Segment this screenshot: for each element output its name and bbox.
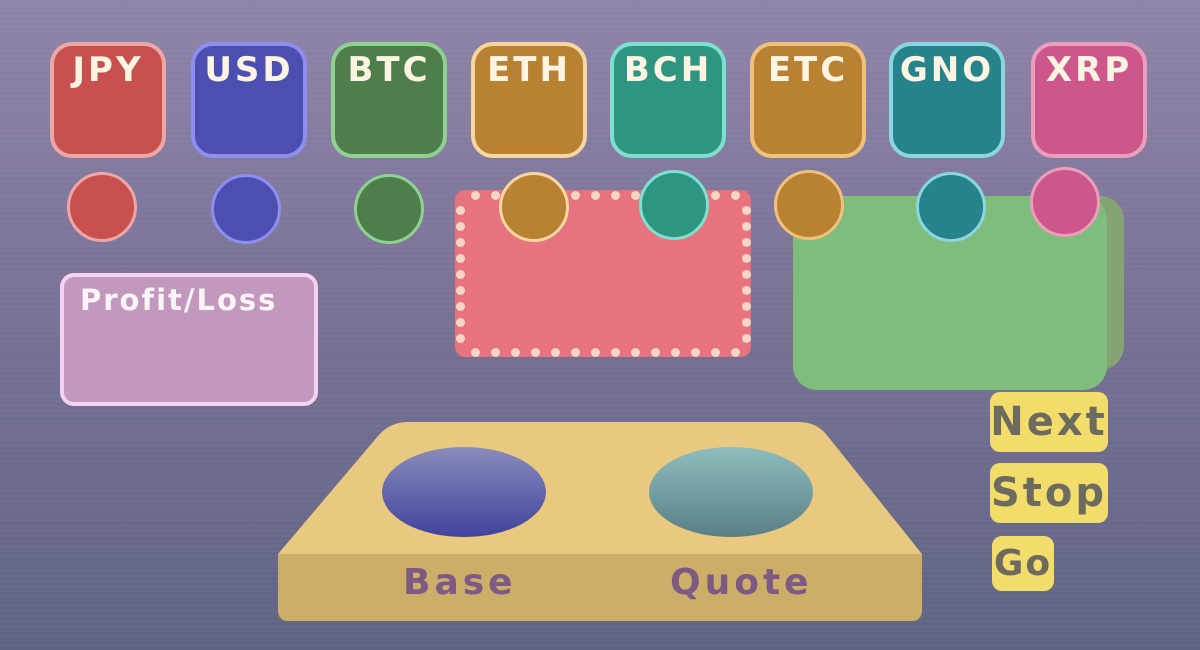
board-dot — [455, 205, 465, 215]
token-xrp[interactable] — [1030, 167, 1100, 237]
token-btc[interactable] — [354, 174, 424, 244]
board-dot — [455, 269, 465, 279]
currency-card-bch[interactable]: BCH — [610, 42, 726, 158]
token-eth[interactable] — [499, 172, 569, 242]
board-dot — [741, 301, 751, 311]
token-jpy[interactable] — [67, 172, 137, 242]
board-dot — [741, 333, 751, 343]
board-dot — [741, 285, 751, 295]
board-dot — [741, 237, 751, 247]
board-dot — [455, 237, 465, 247]
profit-loss-label: Profit/Loss — [80, 283, 278, 317]
tray-slots — [382, 447, 813, 537]
board-dot — [590, 347, 600, 357]
board-dot — [741, 221, 751, 231]
board-dot — [530, 347, 540, 357]
board-dot — [470, 347, 480, 357]
board-dot — [455, 221, 465, 231]
currency-code: BTC — [347, 50, 431, 90]
board-dot — [741, 317, 751, 327]
board-dot — [610, 190, 620, 200]
board-dot — [455, 253, 465, 263]
board-dot — [490, 190, 500, 200]
board-dot — [550, 347, 560, 357]
token-etc[interactable] — [774, 170, 844, 240]
board-dot — [670, 347, 680, 357]
board-dot — [730, 347, 740, 357]
board-dot — [470, 190, 480, 200]
board-dot — [710, 347, 720, 357]
board-dot — [510, 347, 520, 357]
currency-code: ETC — [767, 50, 849, 90]
profit-loss-panel: Profit/Loss — [60, 273, 318, 406]
currency-card-etc[interactable]: ETC — [750, 42, 866, 158]
currency-code: ETH — [487, 50, 571, 90]
currency-code: GNO — [899, 50, 995, 90]
quote-label: Quote — [670, 562, 813, 603]
board-dot — [730, 190, 740, 200]
board-dot — [455, 317, 465, 327]
trade-tray: Base Quote — [278, 422, 922, 622]
currency-card-btc[interactable]: BTC — [331, 42, 447, 158]
token-usd[interactable] — [211, 174, 281, 244]
currency-card-eth[interactable]: ETH — [471, 42, 587, 158]
board-dot — [455, 285, 465, 295]
go-button[interactable]: Go — [992, 536, 1054, 591]
next-button[interactable]: Next — [990, 392, 1108, 452]
board-dot — [741, 205, 751, 215]
base-slot[interactable] — [382, 447, 546, 537]
board-dot — [455, 333, 465, 343]
currency-card-gno[interactable]: GNO — [889, 42, 1005, 158]
stop-button[interactable]: Stop — [990, 463, 1108, 523]
currency-code: JPY — [72, 50, 144, 90]
board-dot — [570, 347, 580, 357]
currency-card-xrp[interactable]: XRP — [1031, 42, 1147, 158]
currency-card-usd[interactable]: USD — [191, 42, 307, 158]
board-dot — [741, 253, 751, 263]
board-dot — [630, 347, 640, 357]
board-dot — [455, 301, 465, 311]
token-bch[interactable] — [639, 170, 709, 240]
currency-code: BCH — [623, 50, 713, 90]
board-dot — [590, 190, 600, 200]
quote-slot[interactable] — [649, 447, 813, 537]
board-dot — [610, 347, 620, 357]
board-dot — [490, 347, 500, 357]
board-dot — [630, 190, 640, 200]
currency-code: XRP — [1045, 50, 1133, 90]
board-dot — [710, 190, 720, 200]
base-label: Base — [403, 562, 517, 603]
currency-code: USD — [204, 50, 294, 90]
token-gno[interactable] — [916, 172, 986, 242]
board-dot — [741, 269, 751, 279]
board-dot — [570, 190, 580, 200]
board-dot — [650, 347, 660, 357]
board-dot — [690, 347, 700, 357]
currency-card-jpy[interactable]: JPY — [50, 42, 166, 158]
